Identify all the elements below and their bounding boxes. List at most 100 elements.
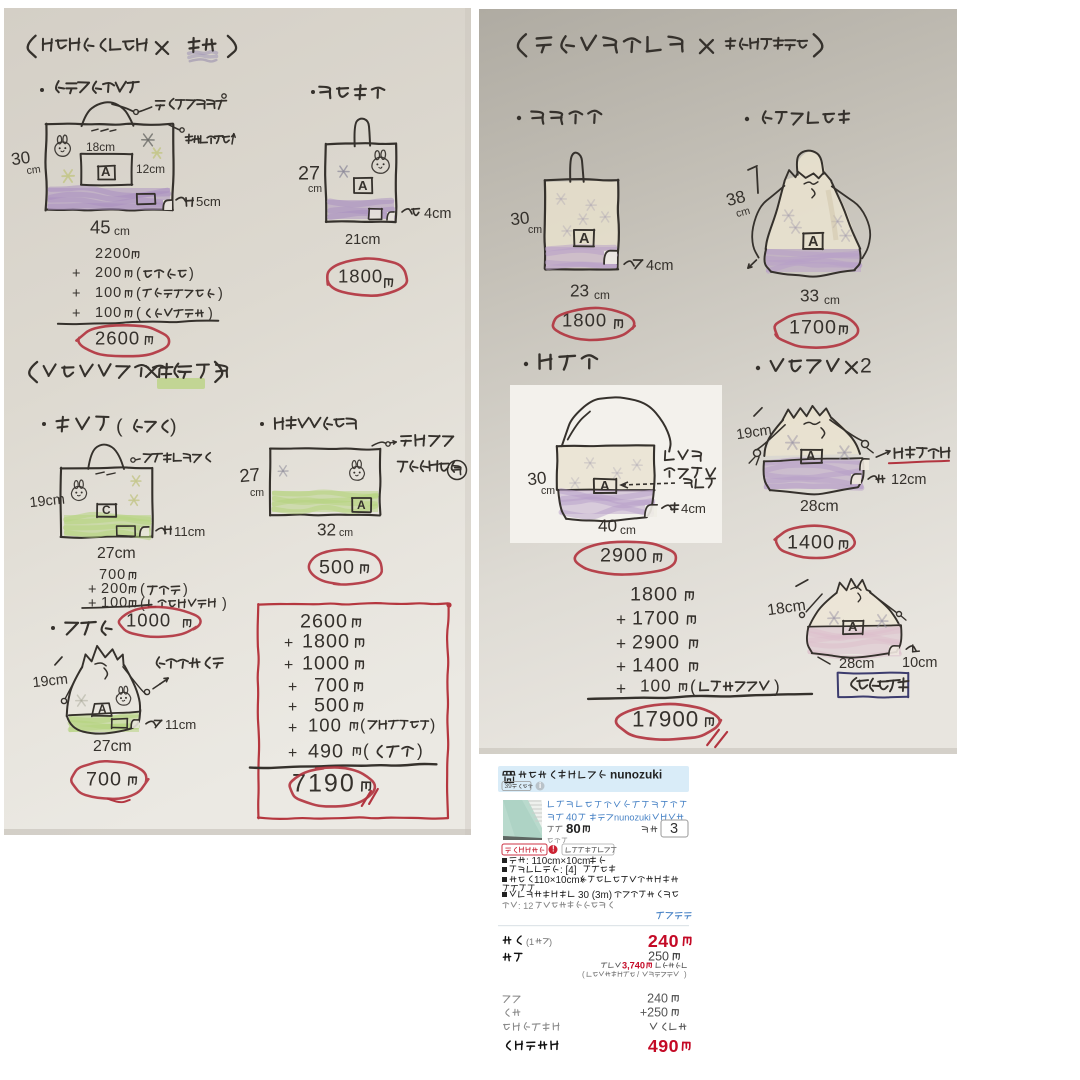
- svg-text:+250: +250: [640, 1006, 668, 1020]
- svg-text:): ): [222, 596, 227, 612]
- svg-text:700: 700: [99, 567, 126, 583]
- svg-text:+: +: [616, 633, 626, 653]
- svg-text:cm: cm: [541, 485, 555, 497]
- svg-text:700: 700: [86, 768, 122, 790]
- svg-text:1800: 1800: [302, 630, 350, 652]
- svg-text:200: 200: [95, 265, 122, 281]
- svg-text:+: +: [88, 582, 96, 598]
- svg-text:250: 250: [648, 950, 669, 964]
- svg-text:): ): [430, 717, 435, 734]
- svg-text:19cm: 19cm: [735, 422, 772, 443]
- svg-text:18cm: 18cm: [766, 597, 807, 619]
- svg-text:cm: cm: [339, 527, 353, 539]
- svg-text:28cm: 28cm: [839, 656, 874, 672]
- svg-text:4cm: 4cm: [646, 258, 673, 274]
- svg-text:+: +: [616, 609, 626, 629]
- svg-text:2600: 2600: [95, 327, 140, 348]
- svg-text:38: 38: [724, 186, 748, 210]
- svg-text:cm: cm: [308, 183, 322, 195]
- svg-text:200: 200: [101, 581, 128, 597]
- svg-text:490: 490: [648, 1036, 679, 1056]
- svg-text:): ): [170, 415, 177, 437]
- svg-text:30: 30: [526, 467, 547, 489]
- svg-text:12cm: 12cm: [891, 472, 926, 488]
- svg-text:1000: 1000: [302, 652, 350, 674]
- svg-text:1800: 1800: [338, 265, 383, 286]
- svg-text:110×10cm×: 110×10cm×: [534, 875, 586, 886]
- svg-text:i: i: [539, 781, 541, 790]
- svg-text:1000: 1000: [126, 609, 171, 630]
- svg-text:27cm: 27cm: [93, 738, 132, 755]
- svg-text:11cm: 11cm: [174, 524, 205, 539]
- svg-text:(: (: [116, 415, 123, 437]
- svg-text:cm: cm: [620, 523, 636, 537]
- svg-text:): ): [417, 740, 423, 760]
- svg-text:30: 30: [509, 207, 530, 229]
- svg-text:(: (: [582, 970, 585, 979]
- svg-text:!: !: [552, 845, 555, 854]
- svg-text:A: A: [600, 478, 610, 493]
- svg-text:21cm: 21cm: [345, 232, 380, 248]
- svg-text:100: 100: [308, 714, 342, 735]
- svg-text:cm: cm: [735, 205, 752, 220]
- svg-text:(: (: [140, 596, 145, 612]
- svg-text:(: (: [136, 306, 141, 322]
- svg-text:40: 40: [598, 515, 617, 535]
- svg-text:+: +: [288, 699, 297, 716]
- svg-text:1400: 1400: [632, 654, 680, 676]
- svg-text:1700: 1700: [632, 607, 680, 629]
- svg-text:4cm: 4cm: [424, 206, 451, 222]
- svg-text:5cm: 5cm: [196, 194, 221, 209]
- svg-text:1400: 1400: [787, 531, 835, 553]
- svg-text:nunozuki: nunozuki: [614, 813, 651, 823]
- svg-text:28cm: 28cm: [800, 498, 839, 515]
- svg-text:+: +: [72, 286, 80, 302]
- svg-text:30 (3m): 30 (3m): [578, 890, 612, 901]
- svg-text:500: 500: [314, 694, 350, 716]
- svg-text:40: 40: [566, 813, 577, 824]
- svg-text:+: +: [88, 596, 96, 612]
- svg-text:2900: 2900: [632, 631, 680, 653]
- svg-text:18cm: 18cm: [86, 140, 115, 154]
- svg-text:: 12: : 12: [518, 901, 533, 911]
- svg-text:+: +: [616, 678, 626, 698]
- svg-text:+: +: [616, 656, 626, 676]
- svg-text:A: A: [579, 231, 590, 247]
- svg-text:A: A: [848, 619, 858, 634]
- svg-text:C: C: [102, 503, 111, 517]
- svg-text:1700: 1700: [789, 316, 837, 338]
- svg-text:17900: 17900: [632, 706, 699, 731]
- svg-text:240: 240: [647, 992, 668, 1006]
- svg-text:cm: cm: [114, 224, 130, 238]
- svg-text:): ): [218, 286, 223, 302]
- svg-text:33: 33: [800, 285, 819, 305]
- svg-text:100: 100: [95, 285, 122, 301]
- svg-text:240: 240: [648, 931, 679, 951]
- svg-text:cm: cm: [528, 224, 542, 236]
- svg-text:23: 23: [570, 280, 589, 300]
- svg-text:11cm: 11cm: [165, 717, 196, 732]
- svg-text:+: +: [284, 635, 293, 652]
- svg-text:+: +: [288, 679, 297, 696]
- svg-text:(1: (1: [526, 937, 534, 947]
- svg-text:2: 2: [860, 354, 872, 377]
- svg-text:80: 80: [566, 821, 581, 836]
- svg-text:2200: 2200: [95, 246, 131, 262]
- svg-text:A: A: [806, 448, 816, 463]
- svg-text:/: /: [637, 970, 640, 979]
- svg-text:(: (: [360, 717, 366, 734]
- svg-text:100: 100: [95, 305, 122, 321]
- svg-text:10cm: 10cm: [902, 655, 937, 671]
- svg-text:cm: cm: [824, 293, 840, 307]
- svg-text:19cm: 19cm: [29, 492, 66, 512]
- svg-text:(: (: [363, 740, 369, 760]
- svg-text:(: (: [690, 676, 696, 696]
- svg-text:+: +: [72, 306, 80, 322]
- svg-text:500: 500: [319, 556, 355, 578]
- svg-text:19cm: 19cm: [32, 672, 69, 692]
- svg-text:+: +: [288, 745, 297, 762]
- svg-text:2900: 2900: [600, 544, 648, 566]
- svg-text:30: 30: [10, 147, 32, 169]
- svg-text:): ): [189, 266, 194, 282]
- svg-text:): ): [774, 676, 780, 696]
